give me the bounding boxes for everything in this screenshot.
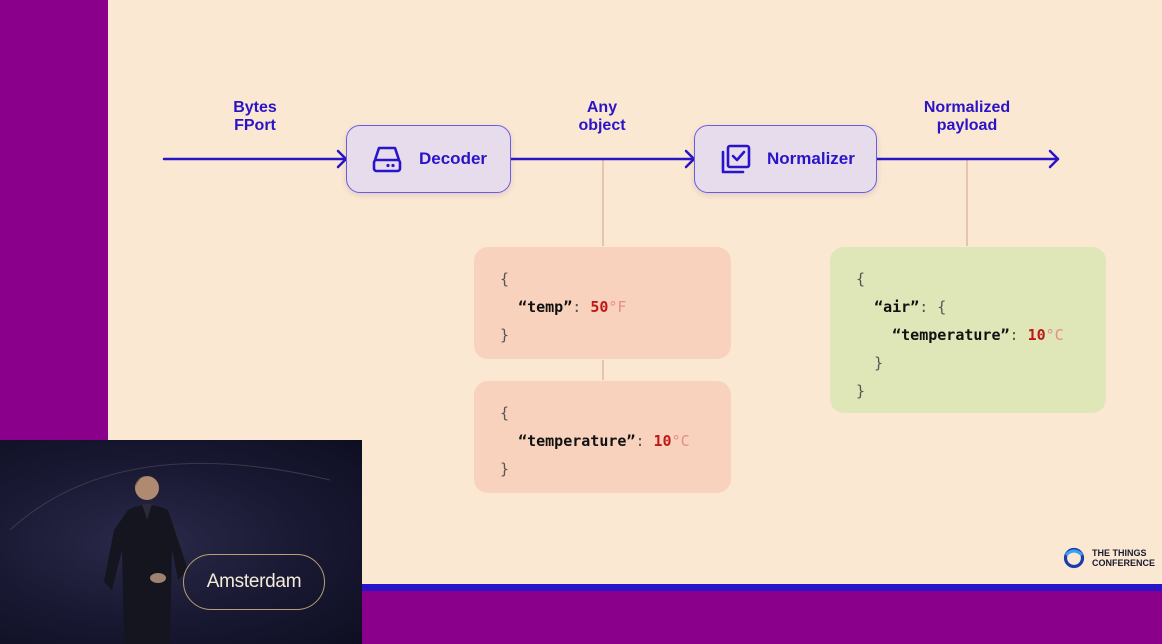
code-unit: °C	[671, 432, 690, 450]
output-label: Normalized payload	[907, 99, 1027, 135]
code-line-air: “air”: {	[856, 293, 1080, 321]
normalizer-label: Normalizer	[767, 149, 855, 168]
code-colon: :	[1009, 326, 1028, 344]
speaker-figure	[104, 476, 188, 644]
code-unit: °F	[608, 298, 627, 316]
code-card-raw: { “temp”: 50°F }	[474, 247, 731, 359]
logo-line1: THE THINGS	[1092, 548, 1147, 558]
mid-label-line2: object	[578, 117, 626, 134]
code-value: 10	[653, 432, 672, 450]
code-inner-close-brace: }	[874, 354, 884, 372]
code-inner-open-brace: {	[937, 298, 947, 316]
checked-stack-icon	[721, 144, 751, 174]
code-open-brace: {	[856, 270, 866, 288]
code-open-brace: {	[500, 270, 510, 288]
code-card-converted: { “temperature”: 10°C }	[474, 381, 731, 493]
mid-label: Any object	[542, 99, 662, 135]
logo-line2: CONFERENCE	[1092, 558, 1156, 568]
output-label-line2: payload	[936, 117, 998, 134]
output-label-line1: Normalized	[923, 99, 1011, 116]
code-value: 50	[590, 298, 609, 316]
code-inner-key: “temperature”	[892, 326, 1010, 344]
decoder-box: Decoder	[346, 125, 511, 193]
decoder-label: Decoder	[419, 149, 488, 168]
speaker-video	[0, 440, 362, 644]
code-colon: :	[919, 298, 938, 316]
code-outer-key: “air”	[874, 298, 920, 316]
input-label-line2: FPort	[234, 117, 276, 134]
input-label: Bytes FPort	[195, 99, 315, 135]
code-colon: :	[572, 298, 591, 316]
input-label-line1: Bytes	[233, 99, 277, 116]
code-close-brace: }	[500, 326, 510, 344]
code-card-normalized: { “air”: { “temperature”: 10°C } }	[830, 247, 1106, 413]
location-label: Amsterdam	[206, 571, 302, 592]
code-open-brace: {	[500, 404, 510, 422]
frame-bottom	[362, 591, 1162, 644]
stage-arc-decoration	[9, 462, 331, 531]
code-colon: :	[635, 432, 654, 450]
hard-drive-icon	[372, 146, 402, 173]
code-unit: °C	[1045, 326, 1064, 344]
code-line-temperature: “temperature”: 10°C	[500, 427, 705, 455]
code-close-brace: }	[856, 382, 866, 400]
code-key: “temperature”	[518, 432, 636, 450]
normalizer-box: Normalizer	[694, 125, 877, 193]
slide-bottom-bar	[362, 584, 1162, 591]
location-badge: Amsterdam	[183, 554, 325, 610]
code-line-temp: “temp”: 50°F	[500, 293, 705, 321]
code-key: “temp”	[518, 298, 573, 316]
ttn-logo-icon	[1063, 547, 1085, 569]
code-value: 10	[1027, 326, 1046, 344]
mid-label-line1: Any	[586, 99, 618, 116]
conference-logo: THE THINGS CONFERENCE	[1063, 546, 1155, 570]
logo-wordmark: THE THINGS CONFERENCE	[1092, 548, 1155, 568]
code-line-temperature: “temperature”: 10°C	[856, 321, 1080, 349]
arrow-output-head	[1048, 149, 1060, 169]
code-close-brace: }	[500, 460, 510, 478]
